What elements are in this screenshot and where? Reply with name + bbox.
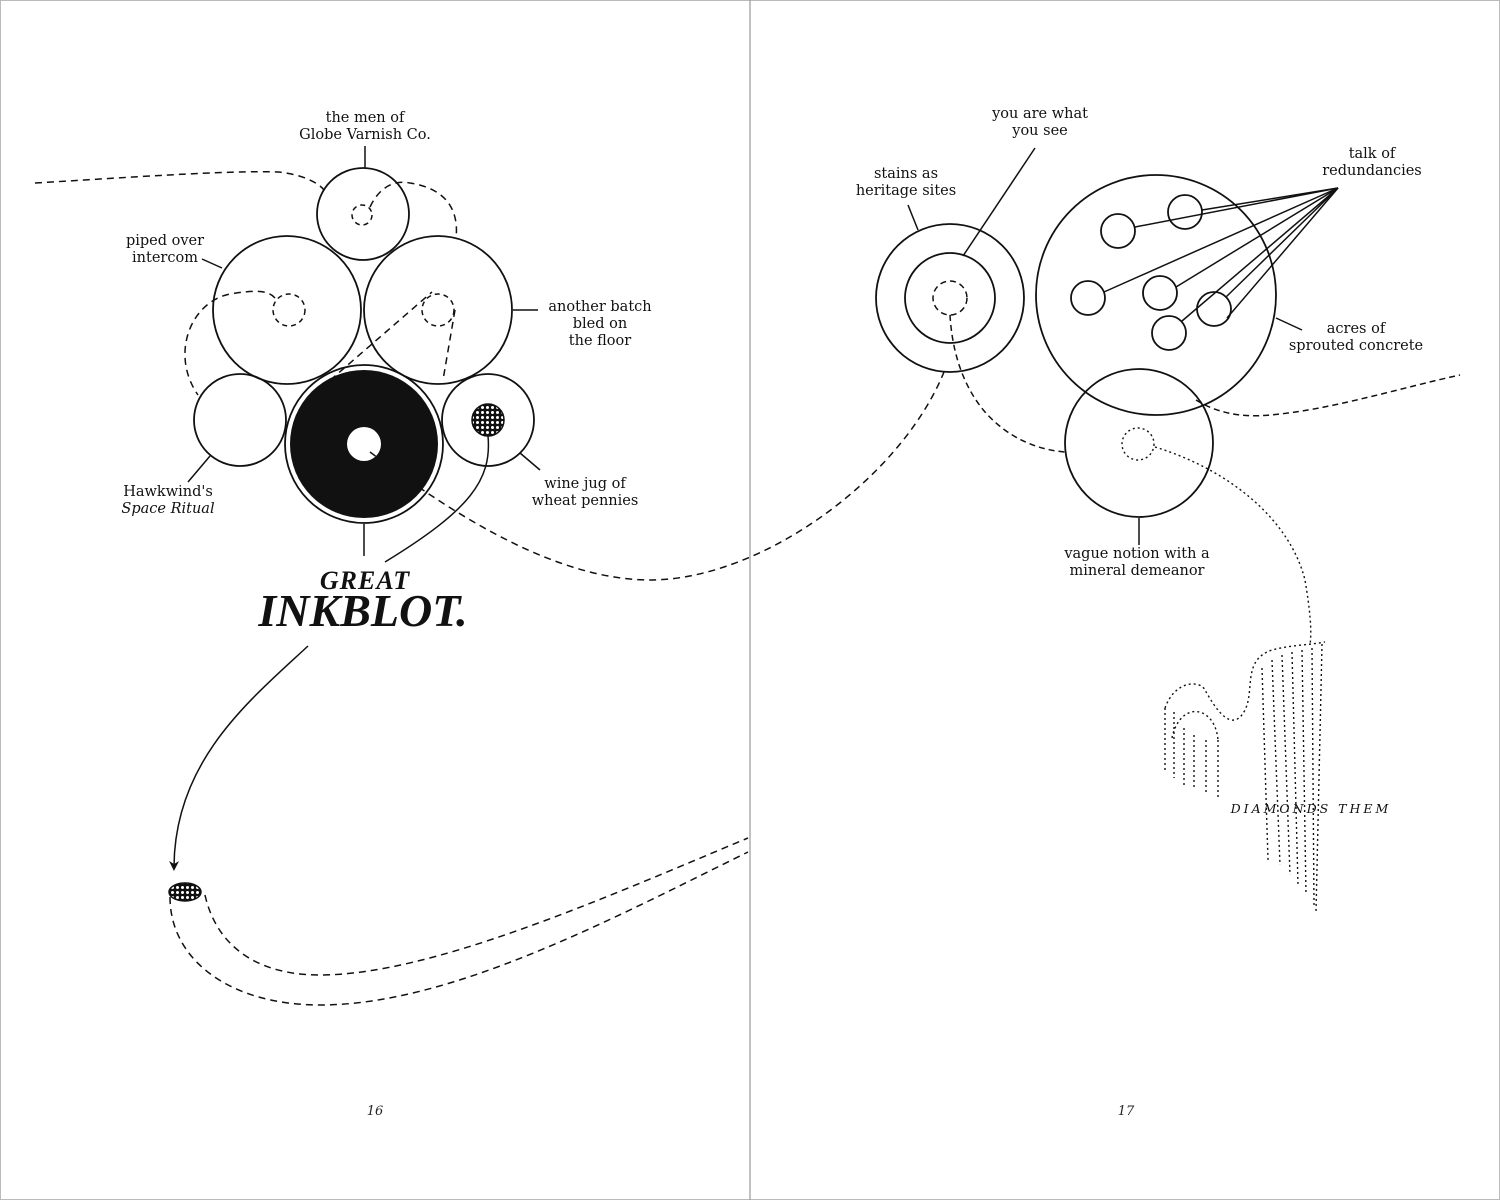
label-piped-over-intercom: piped over intercom <box>126 233 204 267</box>
label-you-are-line2: you see <box>1012 123 1068 139</box>
you-are-leader <box>962 147 1036 257</box>
label-globe-line1: the men of <box>325 110 405 126</box>
batch-circle <box>363 235 513 385</box>
label-you-are-what-you-see: you are what you see <box>992 106 1088 140</box>
label-hawkwind-line1: Hawkwind's <box>123 484 213 500</box>
redundancy-node-5 <box>1196 291 1232 327</box>
batch-triangle-dashed <box>311 291 433 397</box>
diamond-inner-arch <box>1171 710 1219 741</box>
label-redundancies-line2: redundancies <box>1322 163 1422 179</box>
inkblot-long-dashed <box>369 371 945 581</box>
inkblot-white-core <box>347 427 381 461</box>
bottom-track-lower <box>169 851 749 1006</box>
batch-drop-dashed <box>442 309 456 381</box>
label-vague-notion: vague notion with a mineral demeanor <box>1064 546 1209 580</box>
label-stains-heritage: stains as heritage sites <box>856 166 956 200</box>
globe-loop-dashed <box>369 181 458 239</box>
vague-notion-circle <box>1064 368 1214 518</box>
diamond-strand-9 <box>1281 654 1291 876</box>
fan-line-3 <box>1103 187 1339 293</box>
label-vague-line1: vague notion with a <box>1064 546 1210 562</box>
stains-middle-circle <box>904 252 996 344</box>
label-globe-varnish: the men of Globe Varnish Co. <box>299 110 431 144</box>
fan-line-7 <box>1226 187 1339 319</box>
wine-circle <box>441 373 535 467</box>
label-wine-line1: wine jug of <box>544 476 626 492</box>
globe-circle <box>316 167 410 261</box>
acres-leader <box>1275 317 1303 331</box>
wheat-pennies-dotted <box>471 403 505 437</box>
label-redundancies-line1: talk of <box>1348 146 1396 162</box>
label-acres-line1: acres of <box>1326 321 1386 337</box>
label-talk-of-redundancies: talk of redundancies <box>1322 146 1422 180</box>
wheat-penny-curve <box>384 435 490 563</box>
intercom-leader <box>201 258 223 269</box>
left-circle-cluster <box>193 167 535 524</box>
label-batch-line1: another batch <box>548 299 652 315</box>
redundancy-node-6 <box>1151 315 1187 351</box>
diamond-strand-13 <box>1315 643 1323 913</box>
page-number-right: 17 <box>1117 1104 1135 1119</box>
title-great: GREAT <box>319 566 411 595</box>
label-stains-line1: stains as <box>873 166 939 182</box>
fan-line-1 <box>1134 187 1339 228</box>
redundancy-node-4 <box>1142 275 1178 311</box>
label-acres-concrete: acres of sprouted concrete <box>1289 321 1423 355</box>
label-another-batch: another batch bled on the floor <box>548 299 651 350</box>
redundancy-node-1 <box>1100 213 1136 249</box>
fan-line-2 <box>1201 187 1339 211</box>
diamond-drape-outline <box>1164 641 1326 721</box>
fan-line-4 <box>1175 187 1339 288</box>
vague-to-diamonds-dotted <box>1154 446 1312 646</box>
label-stains-line2: heritage sites <box>855 183 957 199</box>
right-wave-dashed <box>1195 374 1461 417</box>
title-inkblot: INKBLOT. <box>258 585 468 636</box>
redundancy-node-2 <box>1167 194 1203 230</box>
label-wine-line2: wheat pennies <box>531 493 639 509</box>
label-vague-line2: mineral demeanor <box>1069 563 1205 579</box>
stains-to-vague-dashed <box>949 314 1066 453</box>
top-wave-dashed <box>34 170 325 191</box>
label-acres-line2: sprouted concrete <box>1288 338 1424 354</box>
label-globe-line2: Globe Varnish Co. <box>299 127 431 143</box>
stains-inner-dashed <box>932 280 968 316</box>
label-hawkwind: Hawkwind's Space Ritual <box>121 484 214 518</box>
intercom-loop-dashed <box>184 290 276 396</box>
page-number-left: 16 <box>366 1104 384 1119</box>
batch-inner-dashed <box>421 293 455 327</box>
label-intercom-line1: piped over <box>125 233 205 249</box>
diamond-strand-7 <box>1261 667 1269 861</box>
stains-leader <box>907 204 919 231</box>
label-batch-line3: the floor <box>568 333 632 349</box>
inkblot-outer-ring <box>284 364 444 524</box>
fan-line-5 <box>1225 187 1339 298</box>
label-batch-line2: bled on <box>572 316 628 332</box>
stains-outer-circle <box>875 223 1025 373</box>
globe-inner-dashed <box>351 204 373 226</box>
hawkwind-circle <box>193 373 287 467</box>
redundancy-node-3 <box>1070 280 1106 316</box>
hawkwind-leader <box>187 455 211 483</box>
label-hawkwind-line2: Space Ritual <box>121 501 215 517</box>
diamond-strand-8 <box>1271 659 1281 866</box>
label-you-are-line1: you are what <box>992 106 1088 122</box>
diamond-strand-11 <box>1301 649 1307 896</box>
intercom-inner-dashed <box>272 293 306 327</box>
vague-inner-dotted <box>1121 427 1155 461</box>
bottom-track-upper <box>204 837 749 976</box>
label-wine-jug: wine jug of wheat pennies <box>532 476 639 510</box>
fan-line-6 <box>1181 187 1339 322</box>
diamond-strand-12 <box>1311 647 1315 906</box>
intercom-circle <box>212 235 362 385</box>
diamond-strand-10 <box>1291 651 1299 886</box>
caption-diamonds-them: DIAMONDS THEM <box>1230 801 1392 816</box>
label-intercom-line2: intercom <box>132 250 198 266</box>
inkblot-arrow <box>169 645 309 871</box>
small-dotted-disc <box>168 882 202 902</box>
concrete-circle <box>1035 174 1277 416</box>
wine-leader <box>519 452 541 471</box>
